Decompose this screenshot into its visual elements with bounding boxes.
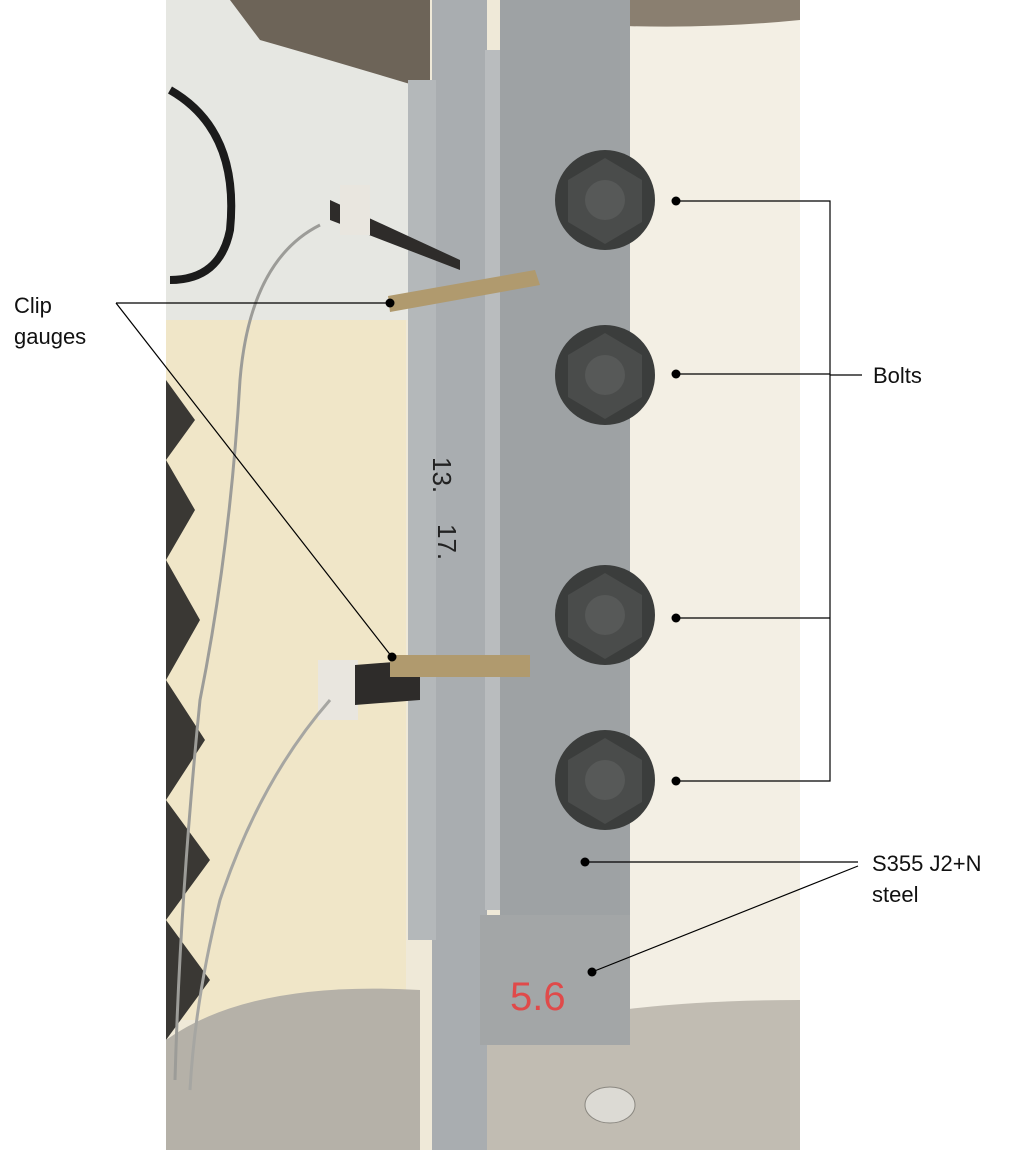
machine-spring xyxy=(166,380,210,1040)
side-plate-left xyxy=(408,80,436,940)
leader-lines xyxy=(115,200,862,973)
upper-grip-right xyxy=(590,0,800,27)
lower-grip-left xyxy=(166,988,420,1150)
steel-leader xyxy=(591,865,859,973)
black-cable xyxy=(168,86,236,284)
gauge-wire xyxy=(188,699,332,1091)
bolt xyxy=(555,565,655,665)
clip-gauge-upper xyxy=(330,185,540,312)
bolt xyxy=(555,730,655,830)
clip-gauges-label-line1: Clip xyxy=(14,293,52,318)
bolts-bracket xyxy=(676,200,831,782)
specimen-strip xyxy=(432,0,487,1150)
wall-right xyxy=(630,0,800,1010)
clip-gauges-label-line2: gauges xyxy=(14,324,87,349)
clip-gauge-lower xyxy=(318,655,530,720)
bolts xyxy=(555,150,655,830)
marking-upper: 13. xyxy=(427,457,457,493)
specimen-end xyxy=(480,915,630,1045)
bolt xyxy=(555,325,655,425)
steel-label-line1: S355 J2+N xyxy=(872,851,982,876)
gauge-wire xyxy=(173,223,321,1081)
marking-lower: 17. xyxy=(432,524,462,560)
lower-grip-bolt xyxy=(584,1086,636,1124)
leader-dots xyxy=(385,196,681,977)
bolts-label: Bolts xyxy=(873,363,922,388)
clip-gauges-label: Clip gauges xyxy=(14,290,86,352)
steel-label: S355 J2+N steel xyxy=(872,848,981,910)
bolt xyxy=(555,150,655,250)
clip-gauge-leader xyxy=(115,302,393,658)
red-marking: 5.6 xyxy=(510,975,566,1019)
upper-grip xyxy=(230,0,430,90)
steel-label-line2: steel xyxy=(872,882,919,907)
